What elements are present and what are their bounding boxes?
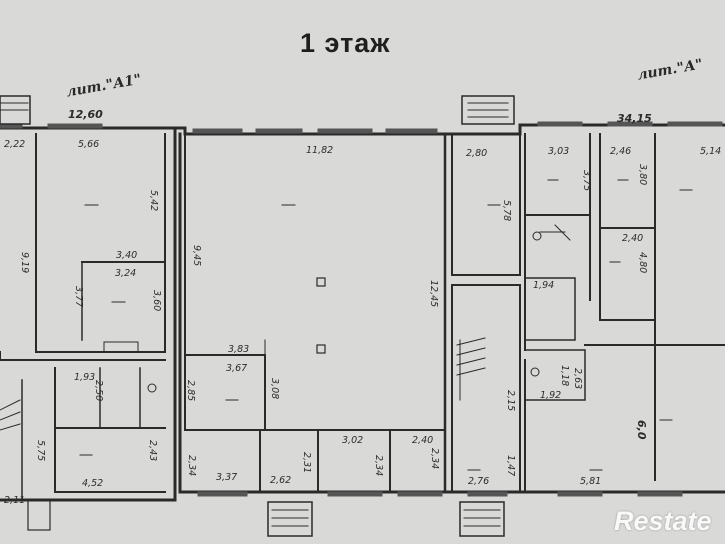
dim-label: 2,46 (610, 146, 632, 157)
dim-label: 1,18 (559, 365, 570, 387)
dim-label: 3,80 (637, 164, 648, 186)
dim-label: 2,11 (4, 495, 26, 506)
dim-label: 2,76 (468, 476, 490, 487)
dim-label: 5,42 (148, 190, 159, 212)
dim-label: 3,37 (216, 472, 238, 483)
dim-label: 4,52 (82, 478, 104, 489)
dim-label: 3,24 (115, 268, 137, 279)
dim-label: 1,92 (540, 390, 562, 401)
dim-label: 5,14 (700, 146, 722, 157)
dim-label: 3,03 (548, 146, 570, 157)
dim-label: 2,43 (147, 440, 158, 462)
dim-label: 3,67 (226, 363, 248, 374)
dim-label: 9,45 (191, 245, 202, 267)
dim-label: 1,94 (533, 280, 555, 291)
dim-label: 2,62 (270, 475, 292, 486)
dim-label: 3,60 (151, 290, 162, 312)
dim-label: 5,78 (501, 200, 512, 222)
right-total-width: 34,15 (617, 112, 652, 125)
dim-label: 5,81 (580, 476, 602, 487)
dim-label: 4,80 (637, 252, 648, 274)
dim-label: 3,40 (116, 250, 138, 261)
dim-label: 5,75 (35, 440, 46, 462)
dim-label: 2,31 (301, 452, 312, 474)
dim-label: 3,75 (581, 170, 592, 192)
dim-label: 2,34 (373, 455, 384, 477)
dim-label: 6,0 (635, 420, 648, 440)
dim-label: 3,77 (73, 286, 84, 308)
dim-label: 5,66 (78, 139, 100, 150)
dim-label: 3,08 (269, 378, 280, 400)
dim-label: 2,34 (186, 455, 197, 477)
dim-label: 12,45 (428, 280, 439, 308)
dim-label: 9,19 (19, 252, 30, 274)
dim-label: 1,93 (74, 372, 96, 383)
dim-label: 1,47 (505, 455, 516, 477)
dim-label: 2,85 (185, 380, 196, 402)
dim-label: 2,15 (505, 390, 516, 412)
dim-label: 2,34 (429, 448, 440, 470)
dim-label: 2,63 (572, 368, 583, 390)
dim-label: 2,40 (622, 233, 644, 244)
floor-title: 1 этаж (300, 28, 391, 58)
dim-label: 2,22 (4, 139, 26, 150)
dim-label: 2,50 (93, 380, 104, 402)
dim-label: 11,82 (306, 145, 334, 156)
dim-label: 2,80 (466, 148, 488, 159)
dim-label: 3,83 (228, 344, 250, 355)
restate-watermark: Restate (614, 506, 712, 536)
dim-label: 3,02 (342, 435, 364, 446)
left-total-width: 12,60 (68, 108, 103, 121)
dim-label: 2,40 (412, 435, 434, 446)
